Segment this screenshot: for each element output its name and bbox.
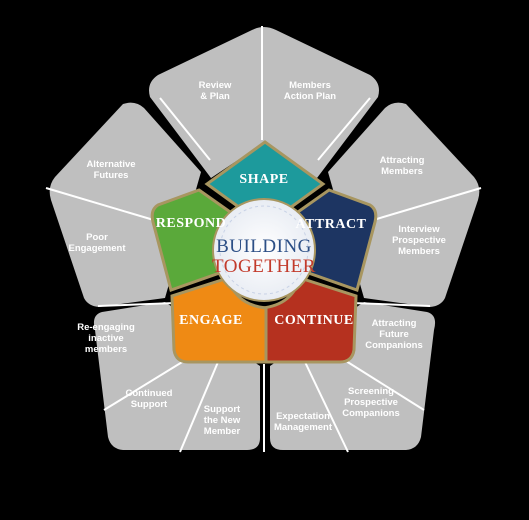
outer-label-screening-prospective-line-1: Screening	[348, 386, 394, 397]
outer-section-top	[149, 27, 379, 178]
outer-label-reengaging-inactive-line-2: inactive	[88, 333, 123, 344]
outer-label-members-action-plan-line-1: Members	[289, 80, 331, 91]
outer-label-attracting-members-line-1: Attracting	[380, 155, 425, 166]
outer-label-attracting-future-line-1: Attracting	[372, 318, 417, 329]
inner-segments	[150, 140, 378, 364]
segment-label-continue: CONTINUE	[274, 313, 353, 328]
outer-label-screening-prospective-line-3: Companions	[342, 408, 400, 419]
outer-label-continued-support-line-2: Support	[131, 399, 168, 410]
segment-label-engage: ENGAGE	[179, 313, 243, 328]
outer-label-expectation-management-line-2: Management	[274, 422, 333, 433]
outer-label-interview-prospective-line-2: Prospective	[392, 235, 446, 246]
outer-label-screening-prospective-line-2: Prospective	[344, 397, 398, 408]
outer-label-continued-support-line-1: Continued	[126, 388, 173, 399]
segment-engage[interactable]	[170, 276, 268, 364]
segment-continue[interactable]	[260, 276, 358, 364]
center-badge	[212, 198, 316, 302]
outer-label-review-plan-line-2: & Plan	[200, 91, 230, 102]
outer-label-attracting-future-line-2: Future	[379, 329, 409, 340]
outer-label-reengaging-inactive-line-1: Re-engaging	[77, 322, 135, 333]
outer-label-support-new-member-line-3: Member	[204, 426, 241, 437]
segment-label-attract: ATTRACT	[296, 217, 367, 232]
outer-label-attracting-members-line-2: Members	[381, 166, 423, 177]
segment-label-respond: RESPOND	[156, 216, 226, 231]
outer-label-attracting-future-line-3: Companions	[365, 340, 423, 351]
center-title-building: BUILDING	[216, 236, 312, 257]
outer-label-alternative-futures-line-1: Alternative	[86, 159, 135, 170]
center-title-together: TOGETHER	[212, 256, 316, 277]
outer-label-interview-prospective-line-1: Interview	[398, 224, 440, 235]
outer-label-poor-engagement-line-1: Poor	[86, 232, 108, 243]
outer-label-interview-prospective-line-3: Members	[398, 246, 440, 257]
outer-ring	[49, 27, 480, 450]
outer-label-expectation-management-line-1: Expectation	[276, 411, 330, 422]
outer-label-reengaging-inactive-line-3: members	[85, 344, 127, 355]
outer-label-alternative-futures-line-2: Futures	[94, 170, 129, 181]
outer-label-poor-engagement-line-2: Engagement	[68, 243, 126, 254]
outer-label-support-new-member-line-1: Support	[204, 404, 241, 415]
outer-label-members-action-plan-line-2: Action Plan	[284, 91, 336, 102]
outer-label-support-new-member-line-2: the New	[204, 415, 241, 426]
outer-label-review-plan-line-1: Review	[199, 80, 232, 91]
segment-label-shape: SHAPE	[239, 172, 288, 187]
